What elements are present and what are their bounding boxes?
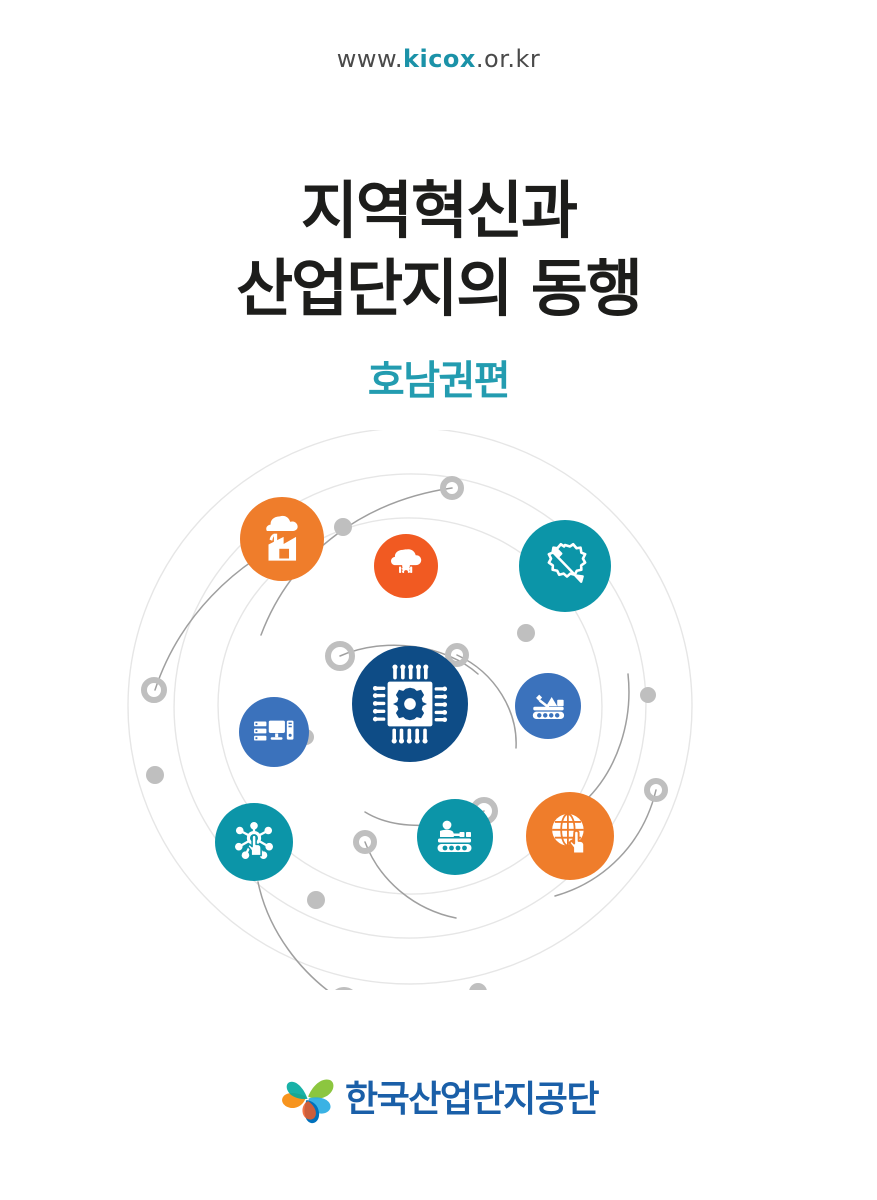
website-url: www.kicox.or.kr [0, 45, 877, 73]
node-robotic-conveyor [515, 673, 581, 739]
orbital-rings [127, 430, 693, 985]
node-globe-touch [526, 792, 614, 880]
node-cloud-computing [374, 534, 438, 598]
cover-title-block: 지역혁신과 산업단지의 동행 호남권편 [0, 172, 877, 406]
footer-logo: 한국산업단지공단 [0, 1073, 877, 1127]
organization-name: 한국산업단지공단 [345, 1079, 599, 1120]
kicox-pinwheel-logo-icon [279, 1073, 335, 1127]
url-prefix: www. [336, 45, 404, 73]
page-title-line-1: 지역혁신과 [300, 174, 578, 247]
node-factory-smoke [240, 497, 324, 581]
node-server-desktop [239, 697, 309, 767]
node-center-microchip [352, 646, 468, 762]
url-suffix: .or.kr [475, 45, 541, 73]
node-network-touch [215, 803, 293, 881]
page-subtitle: 호남권편 [367, 358, 511, 404]
page-title-line-2: 산업단지의 동행 [236, 252, 643, 325]
technology-network-illustration [118, 430, 758, 990]
url-brand: kicox [403, 45, 476, 73]
node-worker-conveyor [417, 799, 493, 875]
node-gear-rocket [519, 520, 611, 612]
